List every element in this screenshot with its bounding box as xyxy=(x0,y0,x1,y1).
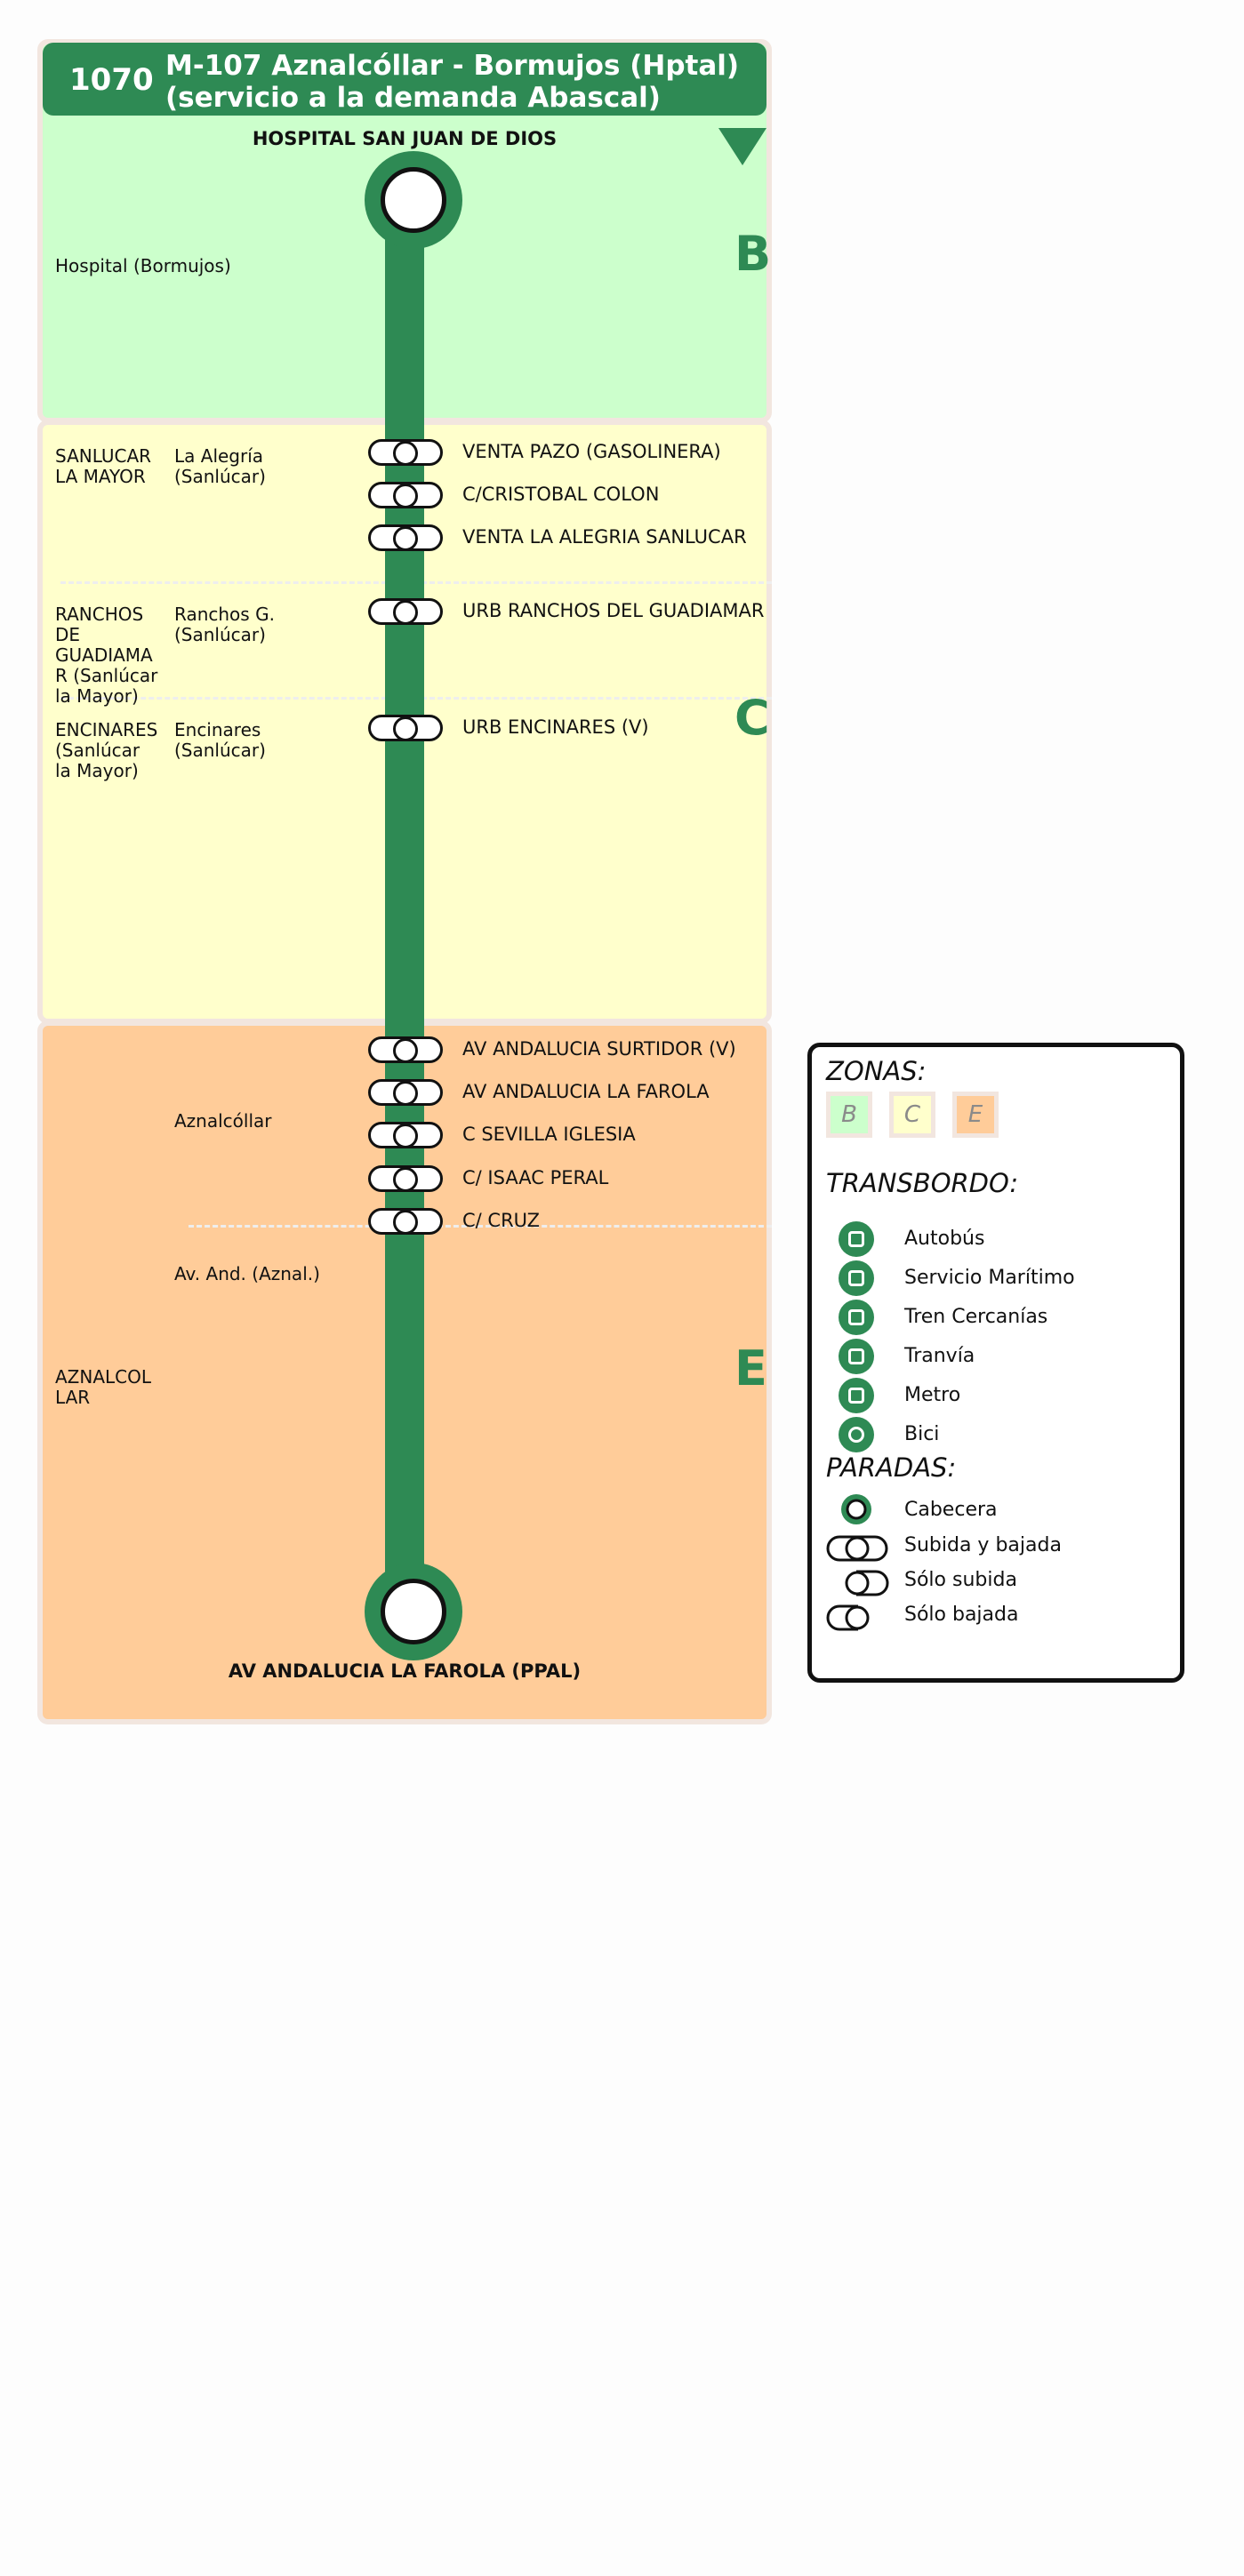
zone-letter-b: B xyxy=(734,226,772,282)
solo-bajada-icon xyxy=(826,1604,870,1631)
bike-icon xyxy=(839,1417,874,1452)
zone-letter-c: C xyxy=(734,690,770,746)
stop-name: C/CRISTOBAL COLON xyxy=(462,484,660,505)
stop-name: AV ANDALUCIA LA FAROLA xyxy=(462,1081,710,1102)
legend-transbordo-title: TRANSBORDO: xyxy=(826,1168,1019,1198)
solo-subida-icon xyxy=(845,1570,889,1596)
stop-name: C/ CRUZ xyxy=(462,1210,541,1231)
line-title-line2: (servicio a la demanda Abascal) xyxy=(165,82,661,114)
legend-parada-label: Sólo subida xyxy=(904,1569,1017,1591)
tram-icon xyxy=(839,1339,874,1374)
stop-marker[interactable] xyxy=(368,439,443,466)
stop-marker[interactable] xyxy=(368,1208,443,1235)
municipality-label: ENCINARES (Sanlúcar la Mayor) xyxy=(55,719,158,781)
terminal-bottom-name: AV ANDALUCIA LA FAROLA (PPAL) xyxy=(228,1660,582,1682)
legend: ZONAS: B C E TRANSBORDO: Autobús Servici… xyxy=(807,1043,1184,1683)
stop-name: URB ENCINARES (V) xyxy=(462,716,649,738)
stop-marker[interactable] xyxy=(368,482,443,508)
legend-parada-label: Sólo bajada xyxy=(904,1604,1019,1626)
legend-transbordo-label: Tranvía xyxy=(904,1345,975,1367)
zone-separator xyxy=(189,1225,772,1228)
municipality-label: Av. And. (Aznal.) xyxy=(174,1263,320,1284)
terminal-stop-top[interactable] xyxy=(365,151,462,249)
legend-transbordo-label: Servicio Marítimo xyxy=(904,1267,1075,1289)
legend-zonas-title: ZONAS: xyxy=(826,1056,927,1086)
municipality-label: AZNALCOL LAR xyxy=(55,1366,152,1408)
direction-arrow-icon xyxy=(718,128,766,165)
line-number: 1070 xyxy=(69,62,154,98)
line-header: 1070 M-107 Aznalcóllar - Bormujos (Hptal… xyxy=(43,43,766,116)
stop-marker[interactable] xyxy=(368,598,443,625)
legend-zone-b: B xyxy=(826,1092,872,1138)
municipality-label: Ranchos G. (Sanlúcar) xyxy=(174,604,275,645)
bus-icon xyxy=(839,1221,874,1257)
line-title: M-107 Aznalcóllar - Bormujos (Hptal) (se… xyxy=(165,50,739,114)
route-line xyxy=(385,196,424,1612)
stop-name: URB RANCHOS DEL GUADIAMAR xyxy=(462,600,765,621)
municipality-label: RANCHOS DE GUADIAMA R (Sanlúcar la Mayor… xyxy=(55,604,158,707)
legend-transbordo-label: Bici xyxy=(904,1423,940,1445)
legend-parada-label: Cabecera xyxy=(904,1499,998,1521)
zone-letter-e: E xyxy=(734,1340,767,1396)
municipality-label: Encinares (Sanlúcar) xyxy=(174,719,266,761)
stop-marker[interactable] xyxy=(368,524,443,551)
subida-bajada-icon xyxy=(826,1535,888,1562)
terminal-top-name: HOSPITAL SAN JUAN DE DIOS xyxy=(252,128,558,149)
legend-zone-e: E xyxy=(952,1092,999,1138)
stop-name: C SEVILLA IGLESIA xyxy=(462,1124,636,1145)
stop-name: VENTA LA ALEGRIA SANLUCAR xyxy=(462,526,747,548)
cabecera-icon xyxy=(841,1494,871,1524)
line-title-line1: M-107 Aznalcóllar - Bormujos (Hptal) xyxy=(165,50,740,82)
ferry-icon xyxy=(839,1260,874,1296)
legend-parada-label: Subida y bajada xyxy=(904,1534,1062,1556)
train-icon xyxy=(839,1300,874,1335)
legend-paradas-title: PARADAS: xyxy=(826,1452,957,1483)
stop-name: AV ANDALUCIA SURTIDOR (V) xyxy=(462,1038,736,1060)
stop-marker[interactable] xyxy=(368,1122,443,1148)
municipality-label: La Alegría (Sanlúcar) xyxy=(174,445,266,487)
legend-transbordo-label: Metro xyxy=(904,1384,961,1406)
metro-icon xyxy=(839,1378,874,1413)
legend-transbordo-label: Autobús xyxy=(904,1228,985,1250)
stop-name: C/ ISAAC PERAL xyxy=(462,1167,609,1188)
stop-name: VENTA PAZO (GASOLINERA) xyxy=(462,441,721,462)
municipality-label: Aznalcóllar xyxy=(174,1110,272,1132)
municipality-label: SANLUCAR LA MAYOR xyxy=(55,445,152,487)
stop-marker[interactable] xyxy=(368,715,443,741)
municipality-label: Hospital (Bormujos) xyxy=(55,255,231,276)
stop-marker[interactable] xyxy=(368,1036,443,1063)
legend-transbordo-label: Tren Cercanías xyxy=(904,1306,1048,1328)
terminal-stop-bottom[interactable] xyxy=(365,1563,462,1660)
stop-marker[interactable] xyxy=(368,1165,443,1192)
stop-marker[interactable] xyxy=(368,1079,443,1106)
legend-zone-c: C xyxy=(889,1092,935,1138)
